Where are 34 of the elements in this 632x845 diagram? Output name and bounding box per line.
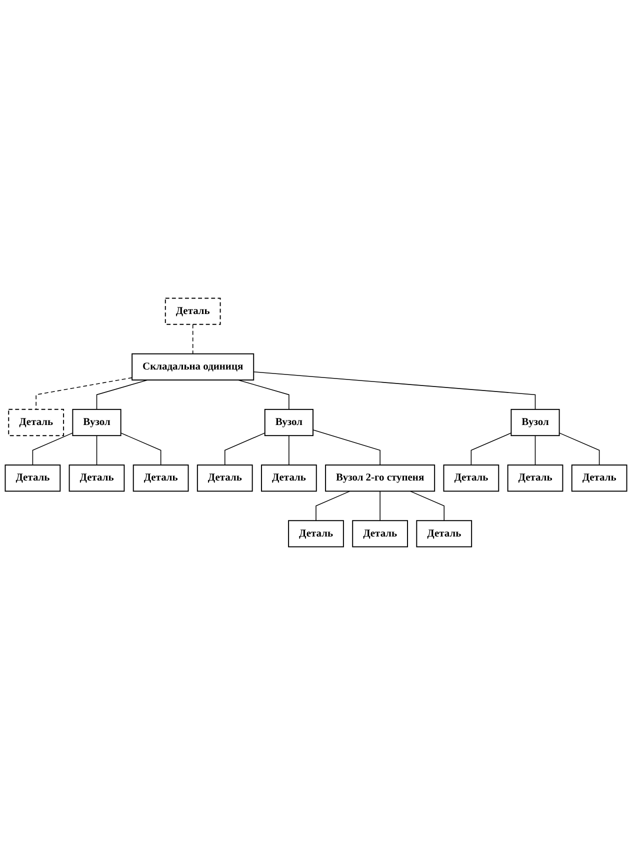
connector (224, 432, 266, 466)
connector (558, 432, 600, 466)
node-box: Вузол (264, 408, 314, 436)
connector (120, 432, 162, 466)
node-box: Вузол (72, 408, 122, 436)
node-box: Деталь (507, 464, 564, 492)
node-box: Деталь (8, 408, 64, 436)
node-box: Деталь (68, 464, 125, 492)
connector (192, 324, 194, 354)
connector (316, 490, 350, 521)
node-box: Деталь (164, 298, 221, 325)
node-box: Деталь (196, 464, 253, 492)
node-box: Деталь (261, 464, 317, 492)
connector (288, 435, 290, 466)
node-box: Вузол 2-го ступеня (325, 464, 436, 492)
node-box: Деталь (288, 520, 344, 548)
connector (534, 435, 536, 466)
node-box: Складальна одиниця (132, 353, 254, 380)
connector (238, 380, 290, 410)
node-box: Деталь (352, 520, 408, 548)
node-box: Деталь (571, 464, 628, 492)
node-box: Деталь (416, 520, 472, 548)
connector (312, 429, 380, 466)
connector (410, 490, 445, 521)
connector (253, 371, 536, 410)
node-box: Деталь (4, 464, 61, 492)
node-box: Деталь (443, 464, 500, 492)
connector (32, 432, 74, 466)
node-box: Вузол (510, 408, 560, 436)
connector (96, 380, 148, 410)
connector (470, 432, 512, 466)
connector (96, 435, 98, 466)
connector (36, 377, 132, 410)
node-box: Деталь (132, 464, 189, 492)
